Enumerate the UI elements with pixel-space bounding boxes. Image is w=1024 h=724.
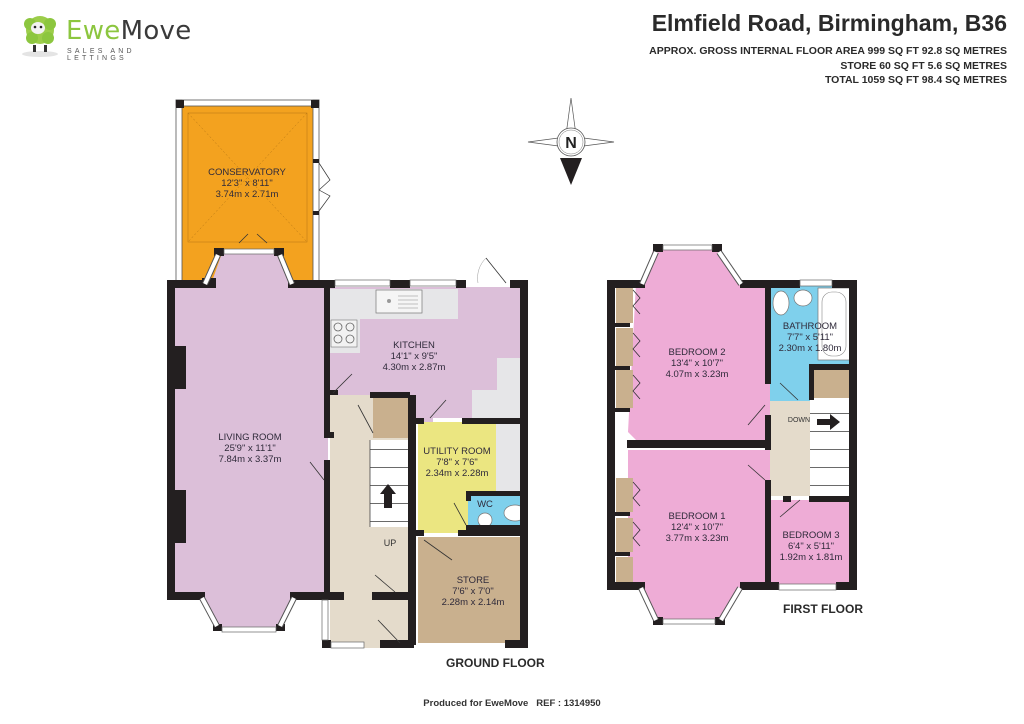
hallway [330,395,410,648]
bedroom-2 [616,250,770,440]
total-area-line: TOTAL 1059 SQ FT 98.4 SQ METRES [824,74,1007,86]
bedroom-1 [616,450,770,620]
room-dims-metric: 1.92m x 1.81m [779,552,843,563]
bathroom [770,286,851,401]
svg-text:N: N [565,135,577,152]
wc-label: WC [477,499,493,510]
sheep-mascot-icon [22,16,58,57]
bedroom-3 [770,500,852,588]
landing [770,398,850,496]
room-dims-imperial: 12'3" x 8'11" [221,178,273,189]
room-name: BEDROOM 1 [668,511,726,522]
room-name: BEDROOM 3 [782,530,840,541]
bathroom-label: BATHROOM 7'7" x 5'11" 2.30m x 1.80m [779,321,842,354]
ewemove-logo: EweMove SALES AND LETTINGS [18,12,191,62]
room-dims-metric: 3.77m x 3.23m [665,533,729,544]
room-name: UTILITY ROOM [423,446,491,457]
gross-area-line: APPROX. GROSS INTERNAL FLOOR AREA 999 SQ… [649,45,1007,57]
bedroom-2-label: BEDROOM 2 13'4" x 10'7" 4.07m x 3.23m [666,347,729,380]
produced-for-text: Produced for EweMove [423,698,529,709]
conservatory [175,99,331,284]
stairs-up-label: UP [383,538,397,548]
room-dims-metric: 2.34m x 2.28m [425,468,489,479]
room-name: CONSERVATORY [208,167,286,178]
property-title: Elmfield Road, Birmingham, B36 [651,10,1007,36]
footer-credit: Produced for EweMove REF : 1314950 [0,698,1024,709]
first-floor-bay-windows [638,250,744,622]
room-dims-imperial: 13'4" x 10'7" [670,358,724,369]
reference-number: REF : 1314950 [536,698,601,709]
room-dims-imperial: 25'9" x 11'1" [224,443,276,454]
bay-windows [199,253,297,628]
kitchen [328,257,521,422]
store [418,537,524,643]
room-name: KITCHEN [393,340,435,351]
bedroom-3-label: BEDROOM 3 6'4" x 5'11" 1.92m x 1.81m [780,530,843,563]
conservatory-label: CONSERVATORY 12'3" x 8'11" 3.74m x 2.71m [208,167,286,200]
room-dims-imperial: 7'8" x 7'6" [436,457,478,468]
stairs-down-arrow-icon [817,414,840,430]
ground-floor-walls [167,248,528,648]
first-floor-walls [607,244,857,625]
stairs-up-arrow-icon [380,484,396,508]
stairs-down-label: DOWN [787,417,811,424]
room-name: LIVING ROOM [218,432,282,443]
room-name: BATHROOM [782,321,838,332]
room-name: STORE [456,575,490,586]
kitchen-label: KITCHEN 14'1" x 9'5" 4.30m x 2.87m [383,340,446,373]
brand-name-move: Move [120,16,192,46]
room-dims-metric: 4.30m x 2.87m [382,362,446,373]
room-dims-metric: 7.84m x 3.37m [218,454,282,465]
brand-name-ewe: Ewe [66,16,121,46]
room-dims-imperial: 14'1" x 9'5" [390,351,438,362]
brand-wordmark: EweMove [66,16,192,46]
first-floor-doors [632,289,801,547]
compass-north-icon: N [527,97,615,185]
store-area-line: STORE 60 SQ FT 5.6 SQ METRES [840,59,1007,72]
bedroom-1-label: BEDROOM 1 12'4" x 10'7" 3.77m x 3.23m [666,511,729,544]
brand-tagline: SALES AND LETTINGS [67,48,135,62]
living-room-label: LIVING ROOM 25'9" x 11'1" 7.84m x 3.37m [218,432,281,465]
ground-floor-windows [221,248,457,649]
room-dims-metric: 3.74m x 2.71m [215,189,279,200]
first-floor-label: FIRST FLOOR [783,602,863,616]
first-floor-windows [662,244,837,625]
living-room [175,253,328,628]
room-dims-imperial: 12'4" x 10'7" [670,522,724,533]
room-dims-imperial: 7'7" x 5'11" [786,332,834,343]
room-name: WC [477,499,493,510]
room-dims-metric: 2.30m x 1.80m [778,343,842,354]
room-name: BEDROOM 2 [668,347,726,358]
ground-floor-label: GROUND FLOOR [446,656,545,670]
floor-area-summary: APPROX. GROSS INTERNAL FLOOR AREA 999 SQ… [649,44,1007,88]
utility-room-label: UTILITY ROOM 7'8" x 7'6" 2.34m x 2.28m [423,446,490,479]
ground-floor-doors [238,233,467,644]
room-dims-imperial: 7'6" x 7'0" [452,586,494,597]
room-dims-metric: 2.28m x 2.14m [441,597,505,608]
store-label: STORE 7'6" x 7'0" 2.28m x 2.14m [442,575,505,608]
room-dims-metric: 4.07m x 3.23m [665,369,729,380]
room-dims-imperial: 6'4" x 5'11" [787,541,835,552]
